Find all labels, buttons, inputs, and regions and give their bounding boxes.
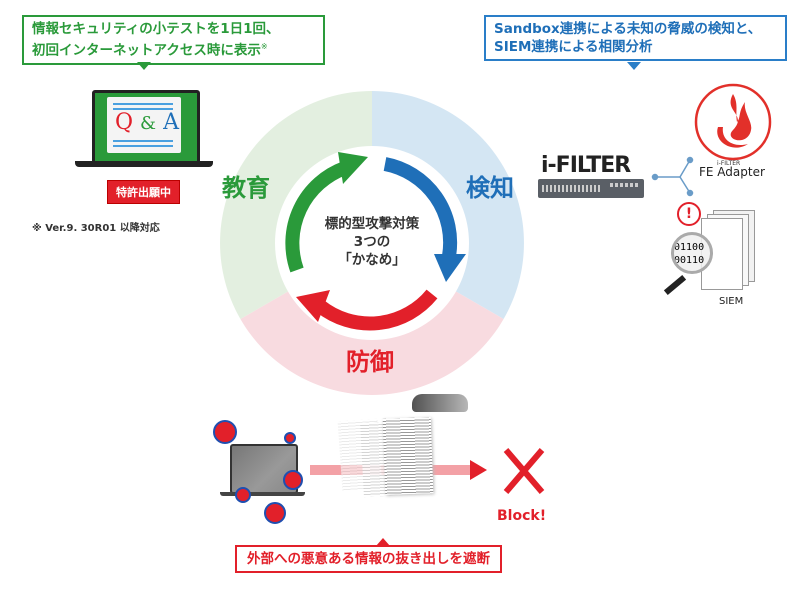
siem-bits2: 00110 xyxy=(674,255,705,266)
education-callout-line2-row: 初回インターネットアクセス時に表示※ xyxy=(32,38,315,60)
ifilter-logo: i-FILTER xyxy=(541,153,631,178)
education-callout-pointer xyxy=(137,62,151,70)
detection-label: 検知 xyxy=(466,174,514,202)
detection-callout-line1: Sandbox連携による未知の脅威の検知と、 xyxy=(494,21,762,37)
detection-arrow xyxy=(383,157,458,258)
detection-callout-line2: SIEM連携による相関分析 xyxy=(494,39,653,55)
defense-callout: 外部への悪意ある情報の抜き出しを遮断 xyxy=(235,545,502,573)
siem-icon: ! 01100 00110 xyxy=(663,200,775,300)
version-note: ※ Ver.9. 30R01 以降対応 xyxy=(32,223,160,234)
detection-arrowhead xyxy=(434,254,466,282)
document-icon xyxy=(382,417,434,495)
infected-laptop-icon xyxy=(220,442,305,500)
fe-adapter-small-logo: i-FILTER xyxy=(717,160,741,167)
footnote-mark: ※ xyxy=(260,42,268,51)
education-arrowhead xyxy=(338,152,368,184)
cycle-center-text: 標的型攻撃対策 3つの 「かなめ」 xyxy=(302,215,442,269)
hand-icon xyxy=(412,394,468,412)
qa-laptop-icon: Q & A xyxy=(75,88,213,170)
education-label: 教育 xyxy=(222,174,270,202)
defense-label: 防御 xyxy=(346,348,394,376)
defense-callout-pointer xyxy=(376,538,390,546)
education-callout-line2: 初回インターネットアクセス時に表示 xyxy=(32,42,261,59)
fe-adapter-flame-icon xyxy=(694,83,772,161)
siem-label: SIEM xyxy=(719,296,744,307)
amp-letter: & xyxy=(140,113,157,134)
center-line3: 「かなめ」 xyxy=(338,252,406,268)
education-callout: 情報セキュリティの小テストを1日1回、 初回インターネットアクセス時に表示※ xyxy=(22,15,325,65)
education-arrow xyxy=(285,161,348,273)
education-callout-line1: 情報セキュリティの小テストを1日1回、 xyxy=(32,21,280,37)
ifilter-appliance-icon xyxy=(538,179,644,198)
q-letter: Q xyxy=(115,110,134,135)
patent-pending-badge: 特許出願中 xyxy=(107,180,180,204)
alert-icon: ! xyxy=(677,202,701,226)
siem-bits1: 01100 xyxy=(674,242,705,253)
a-letter: A xyxy=(163,110,179,135)
defense-arrow xyxy=(315,289,438,331)
detection-callout-pointer xyxy=(627,62,641,70)
center-line1: 標的型攻撃対策 xyxy=(324,216,420,232)
block-x-icon xyxy=(503,448,545,494)
defense-arrowhead xyxy=(296,290,330,322)
block-label: Block! xyxy=(497,508,547,524)
virus-icons xyxy=(213,420,303,524)
connector-lines xyxy=(651,156,694,197)
center-line2: 3つの xyxy=(353,234,391,250)
magnifier-icon: 01100 00110 xyxy=(671,232,713,274)
detection-callout: Sandbox連携による未知の脅威の検知と、 SIEM連携による相関分析 xyxy=(484,15,787,61)
fe-adapter-label: FE Adapter xyxy=(699,165,765,179)
qa-text: Q & A xyxy=(115,110,179,135)
